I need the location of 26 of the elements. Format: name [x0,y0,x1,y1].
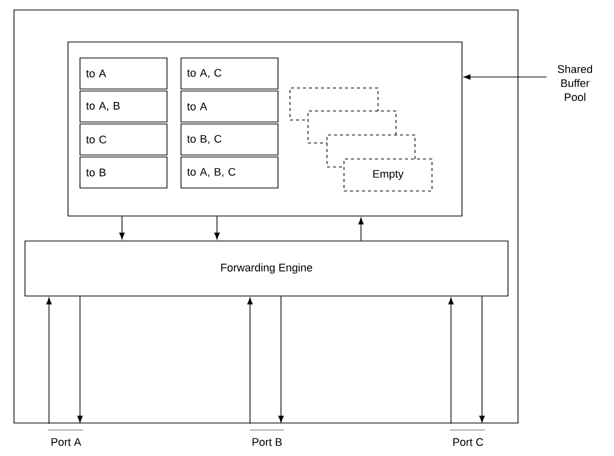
port-label: Port A [52,438,82,446]
pool-label: Shared Buffer Pool [558,64,592,102]
arrow [77,296,83,423]
buffer-box: to A [80,58,168,90]
buffer-pool-box [68,42,462,216]
port-label: Port C [453,438,484,446]
buffer-box: to A [180,90,278,122]
arrow [119,216,125,240]
buffer-box: to C [80,124,168,156]
arrow [278,296,284,423]
arrow [479,296,485,423]
arrow [464,74,547,80]
buffer-box: to B, C [180,124,278,156]
switch-box [14,10,518,424]
empty-buffer-box: Empty [344,158,432,192]
arrow [448,298,454,424]
buffer-box: to A, B, C [180,156,278,188]
arrow [214,216,220,240]
arrow [247,298,253,424]
buffer-box: to A, C [180,58,278,90]
engine-box: Forwarding Engine [24,240,508,296]
buffer-box: to A, B [80,90,168,122]
port-label: Port B [252,438,282,446]
arrow [358,218,364,241]
arrow [46,298,52,424]
buffer-box: to B [80,156,168,188]
